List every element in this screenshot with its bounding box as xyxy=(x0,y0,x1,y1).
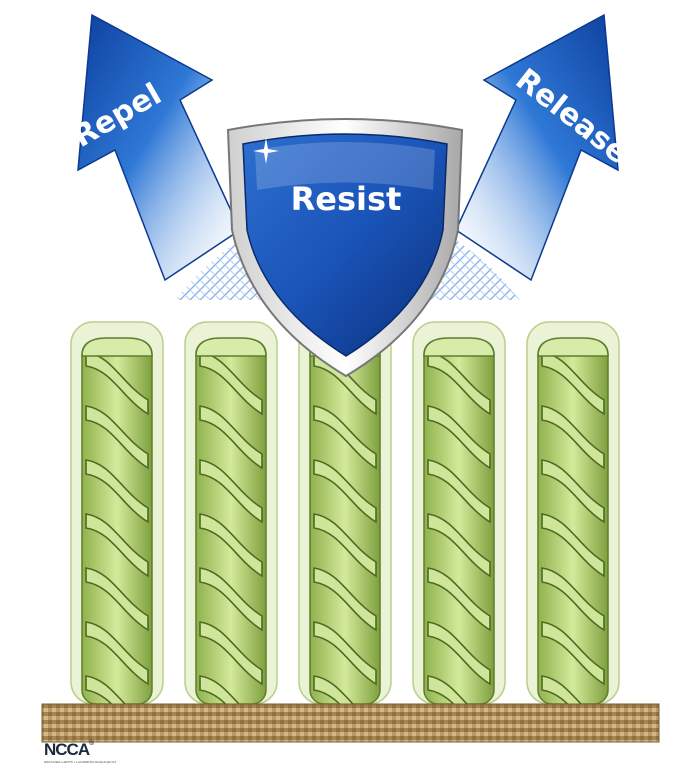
sparkle-icon xyxy=(253,138,279,164)
repel-arrow: Repel xyxy=(67,13,241,282)
carpet-fiber xyxy=(184,321,278,740)
carpet-fiber xyxy=(526,321,620,740)
logo-wordmark: NCCA® xyxy=(44,740,94,759)
resist-shield: Resist xyxy=(226,118,464,378)
carpet-fibers xyxy=(70,321,620,740)
release-arrow: Release xyxy=(455,13,635,282)
carpet-fiber xyxy=(412,321,506,740)
carpet-backing xyxy=(41,703,660,743)
ncca-logo: NCCA® NATIONAL CARPET CLEANERS ASSOCIATI… xyxy=(44,740,154,768)
resist-label: Resist xyxy=(291,180,402,218)
logo-tagline: NATIONAL CARPET CLEANERS ASSOCIATION xyxy=(44,761,116,764)
carpet-fiber xyxy=(70,321,164,740)
carpet-fiber xyxy=(298,321,392,740)
